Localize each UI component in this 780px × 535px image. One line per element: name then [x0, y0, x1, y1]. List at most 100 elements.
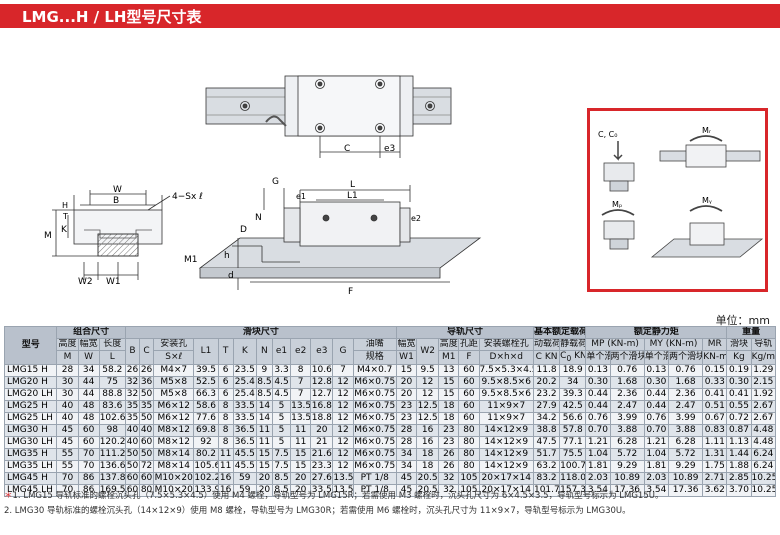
- table-cell: 16: [416, 435, 440, 449]
- table-cell: 13: [438, 363, 460, 377]
- table-cell: 2.47: [609, 399, 645, 413]
- table-cell: 20: [255, 483, 273, 497]
- s-f: F: [458, 350, 480, 365]
- table-cell: 2.71: [702, 471, 728, 485]
- table-cell: 133.9: [193, 483, 219, 497]
- table-cell: 45: [56, 423, 79, 437]
- table-cell: 60: [124, 483, 141, 497]
- table-cell: 1.68: [667, 375, 704, 389]
- table-cell: 30: [56, 375, 79, 389]
- table-cell: 33.5: [232, 399, 257, 413]
- table-cell: 44: [77, 387, 100, 401]
- table-cell: 8.5: [255, 387, 273, 401]
- table-cell: 5: [271, 423, 292, 437]
- table-cell: 105: [458, 483, 480, 497]
- table-cell: 34: [77, 363, 100, 377]
- table-cell: 15: [255, 447, 273, 461]
- table-cell: 6: [217, 375, 234, 389]
- table-cell: 12.7: [310, 387, 334, 401]
- h-t: T: [217, 338, 234, 365]
- table-cell: 102.2: [193, 471, 219, 485]
- label-side-f: F: [348, 287, 353, 297]
- table-cell: 2.47: [667, 399, 704, 413]
- table-cell: 23: [438, 435, 460, 449]
- table-cell: 80: [458, 459, 480, 473]
- label-front-w: W: [113, 185, 122, 195]
- table-cell: 3.88: [667, 423, 704, 437]
- table-cell: 12: [332, 435, 354, 449]
- h-rail-width: 幅宽: [395, 338, 418, 351]
- label-front-w1: W1: [106, 277, 121, 287]
- table-cell: 30: [56, 387, 79, 401]
- footnotes: ＊1. LMG15 导轨标准的螺栓沉头孔（7.5×5.3×4.5）使用 M4 螺…: [4, 489, 776, 519]
- table-cell: 36.5: [232, 423, 257, 437]
- table-cell: 3.3: [271, 363, 292, 377]
- table-cell: 70: [56, 483, 79, 497]
- table-cell: 18: [438, 399, 460, 413]
- table-cell: 0.41: [726, 387, 752, 401]
- table-cell: 0.30: [643, 375, 669, 389]
- table-cell: 8: [217, 411, 234, 425]
- label-front-m: M: [44, 231, 52, 241]
- table-cell: M10×20: [153, 471, 195, 485]
- model-cell: LMG20 H: [3, 375, 58, 389]
- table-cell: 0.30: [585, 375, 611, 389]
- inset-label-my: Mᵧ: [702, 196, 712, 205]
- table-cell: 80: [458, 423, 480, 437]
- s-kg: Kg: [726, 350, 752, 365]
- s-my-single-b: 滑块: [663, 352, 668, 362]
- table-cell: M6×0.75: [352, 387, 397, 401]
- table-cell: 13.5: [332, 483, 354, 497]
- table-cell: 60: [77, 423, 100, 437]
- table-cell: 32: [438, 483, 460, 497]
- table-cell: 88.8: [98, 387, 126, 401]
- table-cell: 4.48: [750, 423, 777, 437]
- s-mp-double: 两个滑块: [609, 350, 645, 365]
- table-cell: 6.28: [609, 435, 645, 449]
- table-cell: 0.15: [702, 363, 728, 377]
- unit-label: 单位：mm: [715, 314, 770, 327]
- table-cell: 70: [56, 471, 79, 485]
- table-cell: 7.5×5.3×4.5: [478, 363, 534, 377]
- inset-label-mr: Mᵣ: [702, 126, 712, 135]
- table-cell: 20: [310, 423, 334, 437]
- h-e1: e1: [271, 338, 292, 365]
- table-cell: 0.30: [726, 375, 752, 389]
- table-cell: 4.5: [271, 375, 292, 389]
- table-cell: 33.5: [310, 483, 334, 497]
- table-cell: 1.21: [585, 435, 611, 449]
- table-cell: 63.2: [532, 459, 561, 473]
- table-cell: 0.51: [702, 399, 728, 413]
- s-kn2-unit: KN: [574, 351, 586, 361]
- label-top-c: C: [344, 144, 350, 154]
- table-cell: 16: [217, 471, 234, 485]
- model-cell: LMG20 LH: [3, 387, 58, 401]
- s-sxl: S×ℓ: [153, 350, 195, 365]
- table-cell: 0.87: [726, 423, 752, 437]
- group-combo: 组合尺寸: [56, 326, 126, 339]
- s-mp-single: 单个滑块: [585, 350, 611, 365]
- h-width: 幅宽: [77, 338, 100, 351]
- table-cell: 2.67: [750, 399, 777, 413]
- table-cell: 86: [77, 471, 100, 485]
- table-cell: 14: [255, 411, 273, 425]
- table-cell: 6: [217, 363, 234, 377]
- table-cell: 11: [217, 459, 234, 473]
- table-cell: 12: [416, 387, 440, 401]
- table-cell: 0.44: [585, 387, 611, 401]
- label-front-k: K: [61, 225, 68, 235]
- table-cell: 10.25: [750, 483, 777, 497]
- h-b: B: [124, 338, 141, 365]
- table-cell: 102.6: [98, 411, 126, 425]
- table-cell: 15: [395, 363, 418, 377]
- technical-drawing: C e3 W B M K T H W2 W1 4−Sx ℓ: [44, 75, 482, 297]
- table-cell: 1.04: [585, 447, 611, 461]
- s-c0-sym: C: [560, 351, 567, 361]
- table-cell: 11: [255, 435, 273, 449]
- table-cell: 60: [124, 471, 141, 485]
- table-cell: 0.55: [726, 399, 752, 413]
- table-cell: 60: [458, 375, 480, 389]
- table-cell: 21.6: [310, 447, 334, 461]
- table-cell: 18: [416, 447, 440, 461]
